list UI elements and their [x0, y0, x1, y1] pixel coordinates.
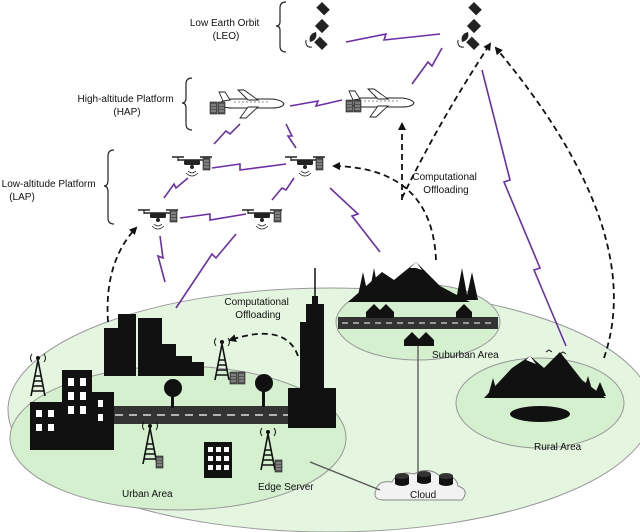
edge-server-skyscraper: [288, 268, 336, 428]
offloading-arrows: [106, 42, 615, 359]
hap-label: High-altitude Platform (HAP): [78, 94, 177, 118]
rural-area-label: Rural Area: [534, 442, 582, 453]
apartment-building: [204, 442, 232, 478]
cloud-label: Cloud: [410, 490, 436, 501]
urban-building-left: [30, 370, 114, 450]
rural-mountain: [484, 349, 606, 422]
tree-icon: [164, 374, 273, 408]
suburban-mountain: [348, 262, 478, 302]
lake: [510, 406, 570, 422]
airplane-icon: [209, 88, 415, 119]
layer-brackets: [103, 1, 287, 225]
suburban-road: [338, 317, 498, 329]
leo-label: Low Earth Orbit (LEO): [190, 18, 262, 42]
offloading-lower-label: Computational Offloading: [224, 297, 291, 321]
cloud-link-urban: [309, 461, 381, 491]
offloading-upper-label: Computational Offloading: [412, 172, 479, 196]
lap-label: Low-altitude Platform (LAP): [2, 179, 99, 203]
wireless-links: [156, 32, 567, 347]
drone-icon: [137, 156, 326, 230]
urban-area-label: Urban Area: [122, 489, 173, 500]
house-icon: [366, 304, 472, 346]
satellite-icon: [305, 1, 483, 51]
urban-city-skyline: [104, 314, 204, 376]
suburban-area-label: Suburban Area: [432, 350, 499, 361]
edge-server-label: Edge Server: [258, 482, 314, 493]
cloud-icon: [374, 470, 466, 501]
